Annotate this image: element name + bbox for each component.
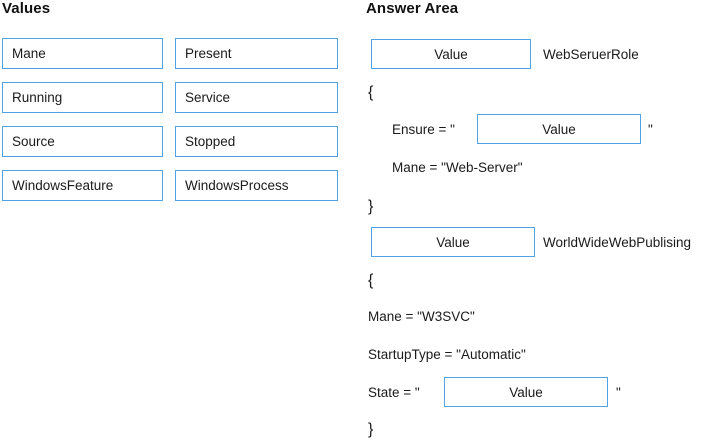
value-tile-windowsfeature[interactable]: WindowsFeature	[2, 170, 163, 201]
drop-target-placeholder: Value	[436, 234, 470, 250]
drop-target-placeholder: Value	[434, 46, 468, 62]
block-two-close-brace: }	[368, 421, 374, 438]
value-tile-label: Running	[12, 90, 63, 105]
value-tile-running[interactable]: Running	[2, 82, 163, 113]
value-tile-mane[interactable]: Mane	[2, 38, 163, 69]
value-tile-stopped[interactable]: Stopped	[175, 126, 338, 157]
answer-area-heading: Answer Area	[366, 0, 459, 17]
value-tile-label: WindowsFeature	[12, 178, 114, 193]
value-tile-present[interactable]: Present	[175, 38, 338, 69]
value-tile-label: Mane	[12, 46, 46, 61]
value-tile-label: Present	[185, 46, 232, 61]
drop-target-resource-type-1[interactable]: Value	[371, 39, 531, 69]
values-panel-heading: Values	[2, 0, 51, 17]
block-one-close-brace: }	[368, 198, 374, 215]
value-tile-label: Stopped	[185, 134, 236, 149]
drop-target-placeholder: Value	[509, 384, 543, 400]
block-two-open-brace: {	[368, 272, 374, 289]
drop-target-resource-type-2[interactable]: Value	[371, 227, 535, 257]
resource-name-worldwidewebpublising: WorldWideWebPublising	[543, 235, 692, 250]
ensure-property-prefix: Ensure = "	[392, 122, 455, 137]
ensure-property-suffix-quote: "	[648, 122, 653, 137]
drop-target-ensure-value[interactable]: Value	[477, 114, 641, 144]
value-tile-service[interactable]: Service	[175, 82, 338, 113]
value-tile-label: Source	[12, 134, 55, 149]
startuptype-property-line: StartupType = "Automatic"	[368, 347, 526, 362]
state-property-prefix: State = "	[368, 385, 420, 400]
name-property-line-1: Mane = "Web-Server"	[392, 160, 523, 175]
state-property-suffix-quote: "	[616, 385, 621, 400]
resource-name-websererrole: WebSeruerRole	[543, 47, 639, 62]
drop-target-placeholder: Value	[542, 121, 576, 137]
drop-target-state-value[interactable]: Value	[444, 377, 608, 407]
value-tile-windowsprocess[interactable]: WindowsProcess	[175, 170, 338, 201]
block-one-open-brace: {	[368, 84, 374, 101]
value-tile-label: WindowsProcess	[185, 178, 289, 193]
value-tile-label: Service	[185, 90, 231, 105]
name-property-line-2: Mane = "W3SVC"	[368, 309, 475, 324]
value-tile-source[interactable]: Source	[2, 126, 163, 157]
